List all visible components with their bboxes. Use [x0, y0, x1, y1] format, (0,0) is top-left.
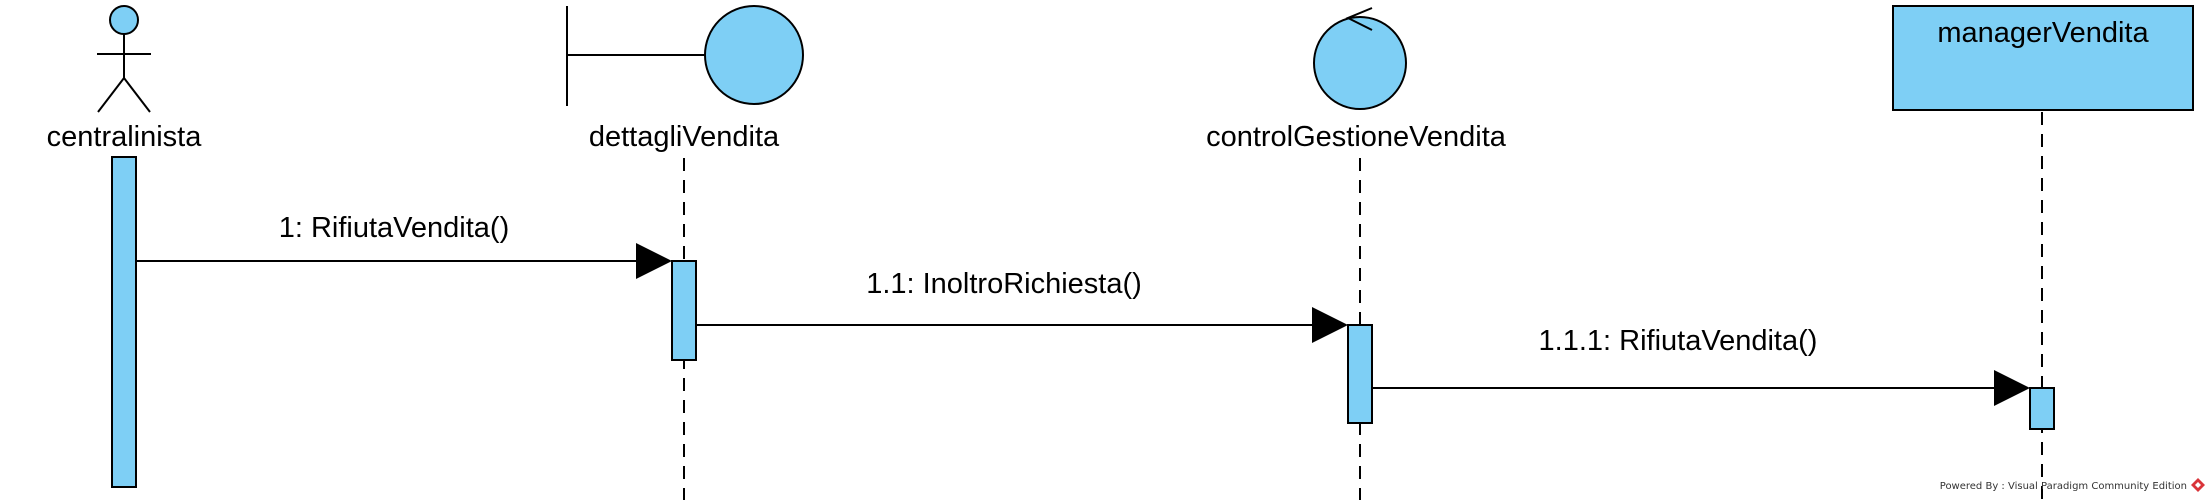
actor-leg-right — [123, 77, 151, 113]
control-controlGestioneVendita[interactable] — [1313, 7, 1407, 110]
message-3-label: 1.1.1: RifiutaVendita() — [1539, 325, 1818, 357]
control-label: controlGestioneVendita — [1206, 121, 1507, 153]
message-2-label: 1.1: InoltroRichiesta() — [866, 268, 1142, 300]
boundary-dettagliVendita[interactable] — [566, 5, 804, 106]
boundary-circle — [704, 5, 804, 105]
actor-head — [109, 5, 139, 35]
activation-controlGestioneVendita — [1347, 324, 1373, 424]
boundary-label: dettagliVendita — [589, 121, 780, 153]
object-managerVendita[interactable] — [1892, 5, 2194, 111]
visual-paradigm-logo-icon — [2191, 478, 2205, 492]
actor-leg-left — [97, 77, 125, 113]
watermark-text: Powered By : Visual Paradigm Community E… — [1940, 481, 2187, 492]
control-circle — [1313, 16, 1407, 110]
control-arrow-icon — [1345, 7, 1373, 31]
message-1-label: 1: RifiutaVendita() — [279, 212, 510, 244]
actor-centralinista[interactable] — [97, 5, 151, 113]
message-2-arrowhead — [1312, 307, 1348, 343]
message-1-arrowhead — [636, 243, 672, 279]
message-3-arrowhead — [1994, 370, 2030, 406]
activation-centralinista — [111, 156, 137, 488]
activation-managerVendita — [2029, 387, 2055, 430]
actor-label: centralinista — [47, 121, 203, 153]
activation-dettagliVendita — [671, 260, 697, 361]
object-label: managerVendita — [1937, 17, 2149, 49]
